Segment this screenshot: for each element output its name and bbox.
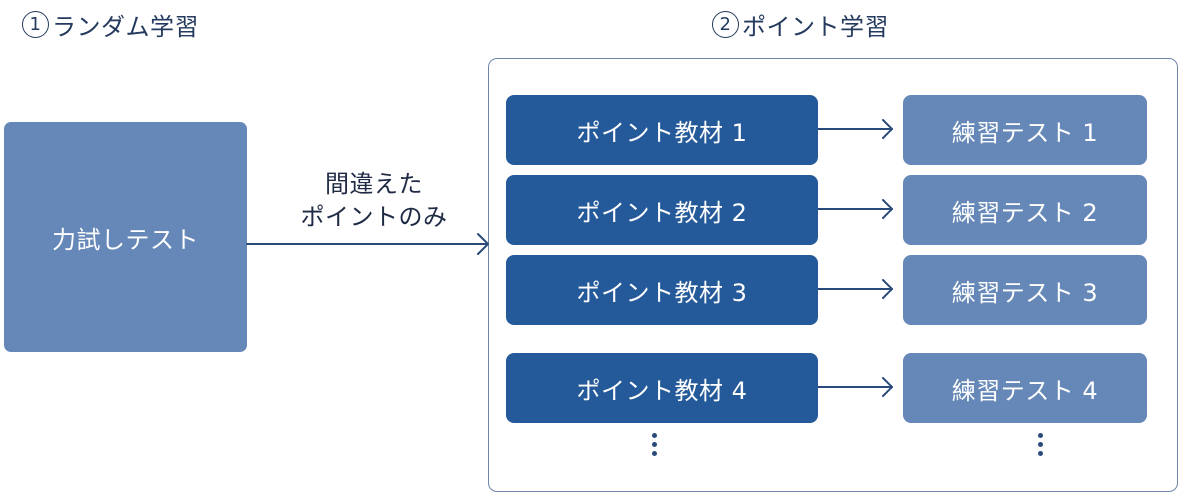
- trial-test-box: 力試しテスト: [4, 122, 247, 352]
- circled-number-2: 2: [712, 11, 739, 38]
- arrow-label-line-2: ポイントのみ: [300, 203, 448, 231]
- heading-point-label: ポイント学習: [742, 13, 889, 41]
- arrow-label-line-1: 間違えた: [325, 170, 423, 198]
- heading-random-study: 1 ランダム学習: [22, 7, 199, 42]
- arrow-trial-to-point: [246, 233, 489, 255]
- practice-box-3: 練習テスト 3: [903, 255, 1147, 325]
- more-practice-ellipsis-icon: [1037, 433, 1043, 460]
- heading-random-label: ランダム学習: [52, 13, 199, 41]
- arrow-material-1-to-practice-1: [817, 119, 893, 139]
- practice-label-3: 練習テスト 3: [951, 278, 1099, 307]
- point-study-frame: [488, 58, 1178, 492]
- material-box-3: ポイント教材 3: [506, 255, 818, 325]
- material-label-3: ポイント教材 3: [576, 278, 748, 307]
- more-materials-ellipsis-icon: [651, 433, 657, 460]
- arrow-material-4-to-practice-4: [817, 377, 893, 397]
- practice-label-1: 練習テスト 1: [951, 118, 1099, 147]
- heading-point-study: 2 ポイント学習: [712, 7, 889, 42]
- trial-test-label: 力試しテスト: [52, 225, 199, 254]
- practice-label-4: 練習テスト 4: [951, 376, 1099, 405]
- practice-box-4: 練習テスト 4: [903, 353, 1147, 423]
- practice-box-2: 練習テスト 2: [903, 175, 1147, 245]
- practice-label-2: 練習テスト 2: [951, 198, 1099, 227]
- material-label-4: ポイント教材 4: [576, 376, 748, 405]
- material-box-4: ポイント教材 4: [506, 353, 818, 423]
- practice-box-1: 練習テスト 1: [903, 95, 1147, 165]
- material-label-1: ポイント教材 1: [576, 118, 748, 147]
- material-box-2: ポイント教材 2: [506, 175, 818, 245]
- circled-number-1: 1: [22, 11, 49, 38]
- arrow-material-2-to-practice-2: [817, 199, 893, 219]
- arrow-label: 間違えた ポイントのみ: [276, 168, 472, 234]
- material-label-2: ポイント教材 2: [576, 198, 748, 227]
- material-box-1: ポイント教材 1: [506, 95, 818, 165]
- arrow-material-3-to-practice-3: [817, 279, 893, 299]
